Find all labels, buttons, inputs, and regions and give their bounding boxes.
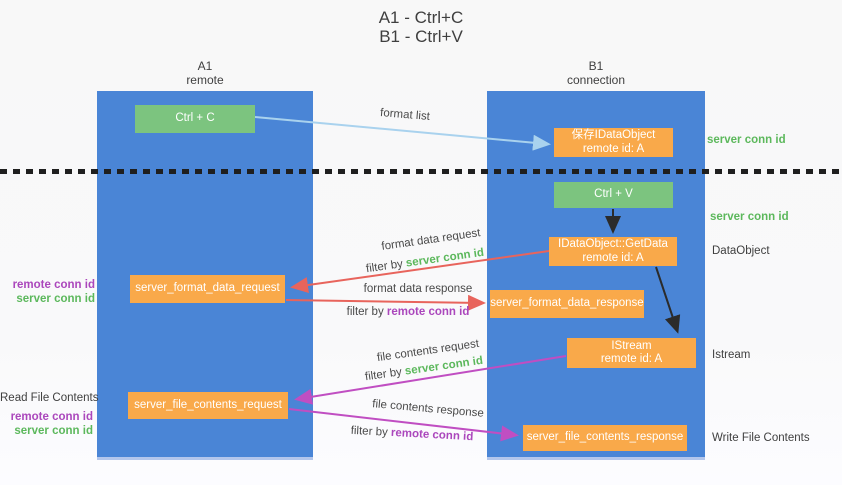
node-save-idataobject-line1: 保存IDataObject bbox=[571, 129, 656, 141]
label-istream: Istream bbox=[712, 349, 751, 361]
node-format-response-label: server_format_data_response bbox=[490, 297, 644, 310]
node-save-idataobject: 保存IDataObject remote id: A bbox=[554, 128, 673, 157]
label-server-conn-id-top: server conn id bbox=[707, 134, 786, 146]
node-server-file-contents-response: server_file_contents_response bbox=[523, 425, 687, 451]
label-server-conn-id-left2: server conn id bbox=[14, 425, 93, 437]
column-a1-header: A1 remote bbox=[97, 59, 313, 87]
node-server-format-data-request: server_format_data_request bbox=[130, 275, 285, 303]
label-file-contents-response: file contents response bbox=[371, 398, 485, 420]
remote-conn-id-text: remote conn id bbox=[390, 426, 474, 444]
label-read-file-contents: Read File Contents bbox=[0, 392, 99, 404]
node-server-file-contents-request: server_file_contents_request bbox=[128, 392, 288, 419]
node-save-idataobject-line2: remote id: A bbox=[582, 142, 645, 155]
label-remote-conn-id-left1: remote conn id bbox=[12, 279, 95, 291]
label-format-list: format list bbox=[379, 107, 431, 123]
node-file-request-label: server_file_contents_request bbox=[134, 398, 282, 411]
node-istream: IStream remote id: A bbox=[567, 338, 696, 368]
dotted-separator-line bbox=[0, 169, 842, 174]
label-dataobject: DataObject bbox=[712, 245, 770, 257]
column-a1-subtitle: remote bbox=[186, 73, 224, 87]
remote-conn-id-text: remote conn id bbox=[386, 306, 470, 318]
title-line-2: B1 - Ctrl+V bbox=[379, 27, 463, 46]
node-server-format-data-response: server_format_data_response bbox=[490, 290, 644, 318]
label-server-conn-id-mid: server conn id bbox=[710, 211, 789, 223]
column-b1-subtitle: connection bbox=[566, 73, 626, 87]
node-getdata-line2: remote id: A bbox=[582, 251, 644, 264]
title-line-1: A1 - Ctrl+C bbox=[378, 8, 464, 27]
node-ctrl-v-label: Ctrl + V bbox=[594, 188, 633, 201]
node-istream-line1: IStream bbox=[611, 339, 652, 352]
node-getdata-line1: IDataObject::GetData bbox=[558, 238, 668, 250]
node-istream-line2: remote id: A bbox=[600, 353, 663, 365]
node-ctrl-c-label: Ctrl + C bbox=[175, 112, 215, 125]
label-filter-by-remote-conn-id-2: filter by remote conn id bbox=[342, 424, 482, 443]
label-remote-conn-id-left2: remote conn id bbox=[10, 411, 93, 423]
column-b1-header: B1 connection bbox=[487, 59, 705, 87]
filter-by-text: filter by bbox=[346, 306, 384, 318]
arrow-format-data-response bbox=[285, 294, 486, 311]
filter-by-text: filter by bbox=[365, 258, 404, 276]
server-conn-id-text: server conn id bbox=[405, 246, 485, 270]
column-a1-name: A1 bbox=[197, 59, 213, 73]
node-idataobject-getdata: IDataObject::GetData remote id: A bbox=[549, 237, 677, 266]
label-format-data-response: format data response bbox=[363, 283, 473, 295]
diagram-title: A1 - Ctrl+C B1 - Ctrl+V bbox=[0, 8, 842, 46]
filter-by-text: filter by bbox=[364, 366, 403, 384]
node-file-response-label: server_file_contents_response bbox=[526, 431, 684, 444]
column-b1-name: B1 bbox=[588, 59, 604, 73]
node-ctrl-c: Ctrl + C bbox=[135, 105, 255, 133]
left-label-block-format: remote conn id server conn id bbox=[0, 278, 95, 306]
filter-by-text: filter by bbox=[350, 424, 389, 439]
label-write-file-contents: Write File Contents bbox=[712, 432, 810, 444]
label-server-conn-id-left1: server conn id bbox=[16, 293, 95, 305]
left-label-block-file: Read File Contents remote conn id server… bbox=[0, 391, 99, 438]
node-ctrl-v: Ctrl + V bbox=[554, 182, 673, 208]
node-format-request-label: server_format_data_request bbox=[135, 282, 280, 295]
label-filter-by-remote-conn-id-1: filter by remote conn id bbox=[338, 306, 478, 318]
